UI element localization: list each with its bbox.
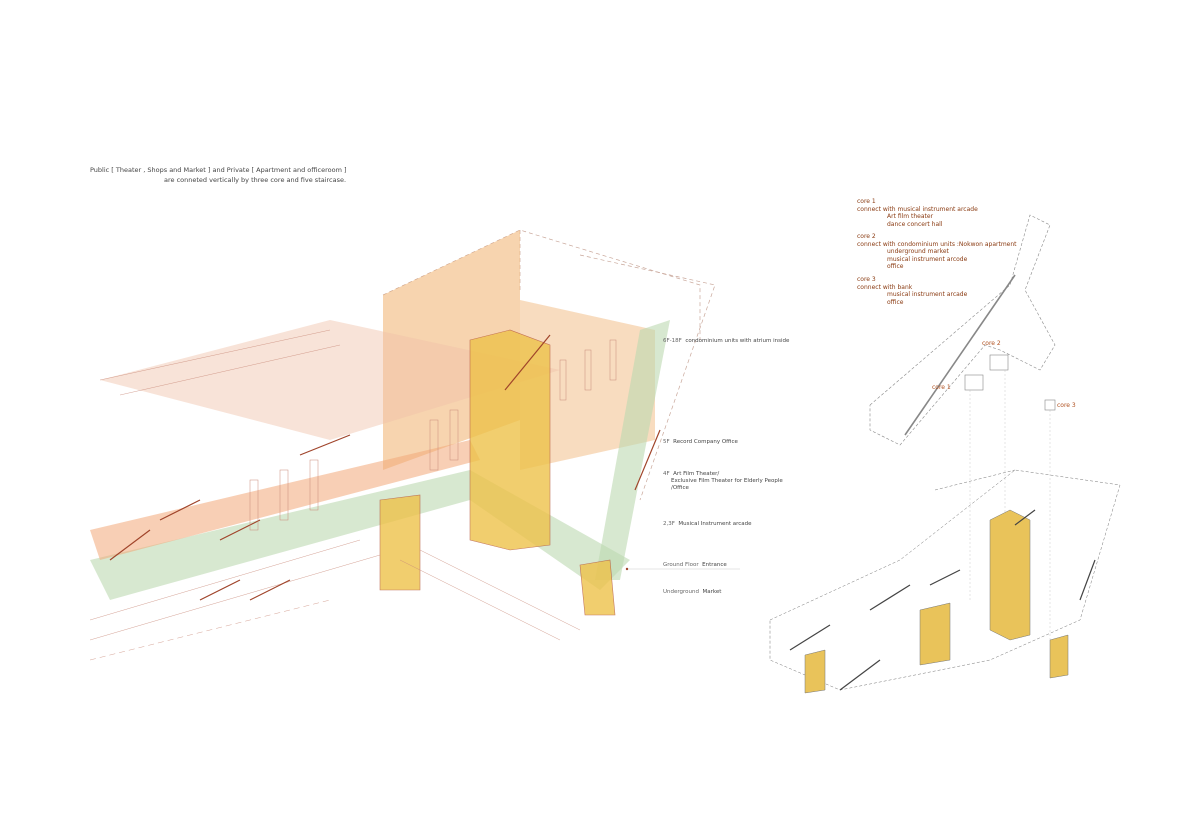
core-3-description: core 3 connect with bank musical instrum…	[857, 276, 967, 306]
core-3-connect: connect with bank	[857, 283, 913, 291]
floor-label-6f-18f: 6F-18F condominium units with atrium ins…	[663, 338, 789, 344]
core-2-title: core 2	[857, 233, 876, 240]
core-3-item: office	[887, 298, 904, 306]
core-3-block	[579, 559, 616, 616]
core-2-item: underground market	[887, 248, 949, 256]
caption-line-1: Public [ Theater , Shops and Market ] an…	[90, 166, 347, 174]
caption-line-2: are conneted vertically by three core an…	[164, 176, 347, 184]
core-1-title: core 1	[857, 198, 876, 205]
plan-label-core-3: core 3	[1057, 402, 1076, 409]
axonometric-right	[769, 469, 1121, 691]
core-3-item: musical instrument arcade	[887, 291, 968, 299]
core-2-item: musical instrument arcode	[887, 255, 968, 263]
plan-label-core-1: core 1	[932, 384, 951, 391]
floor-label-ground: Ground Floor Entrance	[663, 562, 727, 568]
core-1-block	[379, 494, 421, 591]
core-1-item: dance concert hall	[887, 220, 943, 228]
floor-use: Market	[702, 589, 722, 595]
orange-wall-plane	[520, 300, 655, 470]
floor-use: Entrance	[702, 562, 727, 568]
core-1-connect: connect with musical instrument arcade	[857, 205, 978, 213]
core-3-title: core 3	[857, 276, 876, 283]
floor-level: 2,3F	[663, 521, 675, 527]
plan-label-core-2: core 2	[982, 340, 1001, 347]
floor-label-4f: 4F Art Film Theater/Exclusive Film Theat…	[663, 471, 783, 492]
core-2-connect: connect with condominium units :Nokwon a…	[857, 240, 1017, 248]
right-staircases	[789, 509, 1096, 691]
floor-label-2-3f: 2,3F Musical Instrument arcade	[663, 521, 752, 527]
floor-level: 6F-18F	[663, 338, 682, 344]
core-2-item: office	[887, 263, 904, 271]
right-side-block	[804, 649, 826, 694]
right-core-1-block	[919, 602, 951, 666]
floor-use: Record Company Office	[673, 439, 738, 445]
projection-lines	[969, 370, 1051, 640]
staircases	[109, 334, 661, 601]
floor-use: /Office	[671, 485, 689, 491]
core-1-description: core 1 connect with musical instrument a…	[857, 198, 978, 228]
floor-use: Exclusive Film Theater for Elderly Peopl…	[671, 478, 783, 484]
core-2-tower	[469, 329, 551, 551]
floor-use: condominium units with atrium inside	[685, 338, 790, 344]
floor-use: Art Film Theater/	[673, 471, 720, 477]
floor-label-5f: 5F Record Company Office	[663, 439, 738, 445]
floor-level: Ground Floor	[663, 562, 699, 568]
ground-floor-marker	[625, 567, 629, 571]
floor-level: 4F	[663, 471, 670, 477]
green-diagonal	[595, 320, 670, 580]
orange-band	[90, 440, 480, 560]
right-core-3-block	[1049, 634, 1069, 679]
pink-floor-plane	[100, 320, 560, 440]
columns	[249, 339, 617, 531]
core-1-item: Art film theater	[887, 213, 934, 221]
floor-level: Underground	[663, 589, 700, 595]
floor-use: Musical Instrument arcade	[678, 521, 752, 527]
floor-level: 5F	[663, 439, 670, 445]
core-2-description: core 2 connect with condominium units :N…	[857, 233, 1017, 271]
floor-label-underground: Underground Market	[663, 589, 721, 595]
right-core-2-tower	[989, 509, 1031, 641]
street-lines	[89, 329, 581, 661]
